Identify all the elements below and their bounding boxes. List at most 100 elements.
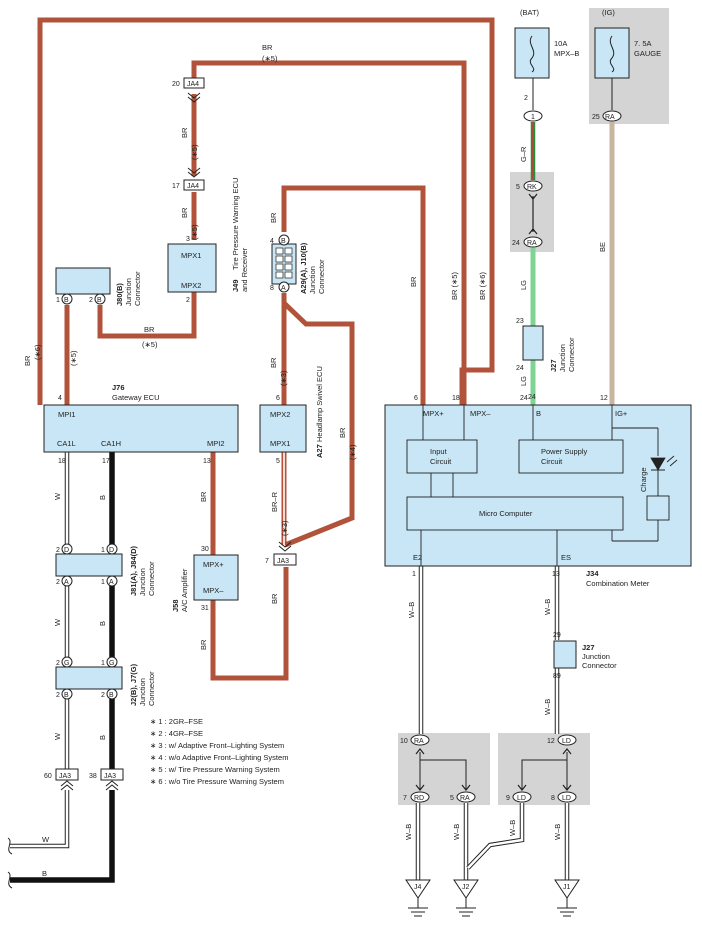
svg-text:IG+: IG+ xyxy=(615,409,628,418)
ja3-left xyxy=(55,768,79,781)
wire-labels: BR (∗5) BR(∗5) BR(∗5) BR (∗5) BR(∗6) (∗5… xyxy=(23,43,607,840)
svg-text:4: 4 xyxy=(58,395,62,402)
svg-text:Junction: Junction xyxy=(308,266,317,294)
legend-6: ∗ 6 : w/o Tire Pressure Warning System xyxy=(150,777,284,786)
svg-text:10: 10 xyxy=(400,738,408,745)
gateway-ecu xyxy=(43,404,239,453)
svg-text:(∗5): (∗5) xyxy=(142,340,158,349)
svg-text:W–B: W–B xyxy=(543,699,552,715)
ra-ld-right-shade xyxy=(498,733,590,805)
svg-text:J4: J4 xyxy=(414,884,422,891)
svg-text:Connector: Connector xyxy=(317,259,326,294)
svg-text:(∗5): (∗5) xyxy=(69,350,78,366)
svg-text:B: B xyxy=(536,409,541,418)
wire-br-upper xyxy=(191,60,467,405)
svg-text:(∗4): (∗4) xyxy=(348,444,357,460)
svg-text:A: A xyxy=(109,579,114,586)
fuse-ig-name: GAUGE xyxy=(634,49,661,58)
svg-text:24: 24 xyxy=(528,394,536,401)
svg-text:BR: BR xyxy=(180,207,189,218)
svg-text:23: 23 xyxy=(516,318,524,325)
svg-text:D: D xyxy=(109,547,114,554)
svg-text:D: D xyxy=(64,547,69,554)
svg-text:W: W xyxy=(42,835,50,844)
svg-text:12: 12 xyxy=(547,738,555,745)
svg-text:2: 2 xyxy=(101,692,105,699)
svg-text:BR: BR xyxy=(23,355,32,366)
legend-3: ∗ 3 : w/ Adaptive Front–Lighting System xyxy=(150,741,284,750)
j27b-code: J27 xyxy=(582,643,595,652)
svg-text:Connector: Connector xyxy=(582,661,617,670)
j27a-code: J27 xyxy=(549,359,558,372)
svg-text:20: 20 xyxy=(172,81,180,88)
meter-name: Combination Meter xyxy=(586,579,650,588)
power-supply-circuit xyxy=(518,439,624,474)
svg-text:(∗3): (∗3) xyxy=(280,520,289,536)
conn-rk xyxy=(523,180,543,248)
svg-text:MPX+: MPX+ xyxy=(203,560,224,569)
svg-text:12: 12 xyxy=(600,395,608,402)
svg-text:5: 5 xyxy=(516,184,520,191)
svg-text:3: 3 xyxy=(186,236,190,243)
svg-text:RA: RA xyxy=(414,738,424,745)
svg-text:5: 5 xyxy=(450,795,454,802)
tpw-name1: Tire Pressure Warning ECU xyxy=(231,178,240,270)
svg-text:Junction: Junction xyxy=(124,278,133,306)
svg-text:W: W xyxy=(53,732,62,740)
svg-text:Junction: Junction xyxy=(582,652,610,661)
svg-text:(∗6): (∗6) xyxy=(33,344,42,360)
a29-box xyxy=(271,243,297,285)
svg-text:1: 1 xyxy=(412,571,416,578)
tpw-mpx1: MPX1 xyxy=(181,251,201,260)
svg-text:(∗5): (∗5) xyxy=(190,144,199,160)
svg-text:BR: BR xyxy=(269,212,278,223)
svg-text:B: B xyxy=(281,238,286,245)
svg-text:MPX1: MPX1 xyxy=(270,439,290,448)
svg-text:B: B xyxy=(64,297,69,304)
svg-text:1: 1 xyxy=(531,114,535,121)
svg-text:W–B: W–B xyxy=(452,824,461,840)
svg-text:7: 7 xyxy=(265,558,269,565)
legend-4: ∗ 4 : w/o Adaptive Front–Lighting System xyxy=(150,753,288,762)
ja3-mid xyxy=(273,553,297,566)
svg-text:BR: BR xyxy=(270,593,279,604)
j80-code: J80(B) xyxy=(115,283,124,306)
j27a-box xyxy=(522,325,544,361)
svg-text:JA4: JA4 xyxy=(187,183,199,190)
svg-text:BR: BR xyxy=(144,325,155,334)
svg-text:MPX–: MPX– xyxy=(203,586,224,595)
svg-text:89: 89 xyxy=(553,673,561,680)
svg-text:B: B xyxy=(42,869,47,878)
svg-text:LD: LD xyxy=(562,795,571,802)
j81-box xyxy=(55,553,123,577)
svg-text:Junction: Junction xyxy=(558,344,567,372)
svg-text:A: A xyxy=(281,285,286,292)
svg-text:A: A xyxy=(64,579,69,586)
svg-text:Junction: Junction xyxy=(138,568,147,596)
ra-junction-link xyxy=(419,752,467,790)
svg-text:B: B xyxy=(64,692,69,699)
svg-text:1: 1 xyxy=(101,547,105,554)
svg-text:Circuit: Circuit xyxy=(430,457,452,466)
svg-text:Junction: Junction xyxy=(138,678,147,706)
svg-text:7: 7 xyxy=(403,795,407,802)
svg-text:BR: BR xyxy=(199,639,208,650)
svg-text:2: 2 xyxy=(56,692,60,699)
ground-j1 xyxy=(554,879,580,917)
svg-text:29: 29 xyxy=(553,632,561,639)
tpw-code: J49 xyxy=(231,279,240,292)
svg-text:MPX–: MPX– xyxy=(470,409,491,418)
ja3-right xyxy=(100,768,124,781)
svg-text:W: W xyxy=(53,492,62,500)
svg-text:2: 2 xyxy=(56,660,60,667)
svg-text:MPX+: MPX+ xyxy=(423,409,444,418)
svg-text:B: B xyxy=(109,692,114,699)
svg-text:Connector: Connector xyxy=(147,561,156,596)
svg-text:G: G xyxy=(109,660,114,667)
svg-text:W–B: W–B xyxy=(543,599,552,615)
svg-text:24: 24 xyxy=(512,240,520,247)
wire-br-a29-loop xyxy=(282,301,355,548)
svg-text:17: 17 xyxy=(102,458,110,465)
svg-text:BE: BE xyxy=(598,242,607,252)
bat-label: (BAT) xyxy=(520,8,540,17)
